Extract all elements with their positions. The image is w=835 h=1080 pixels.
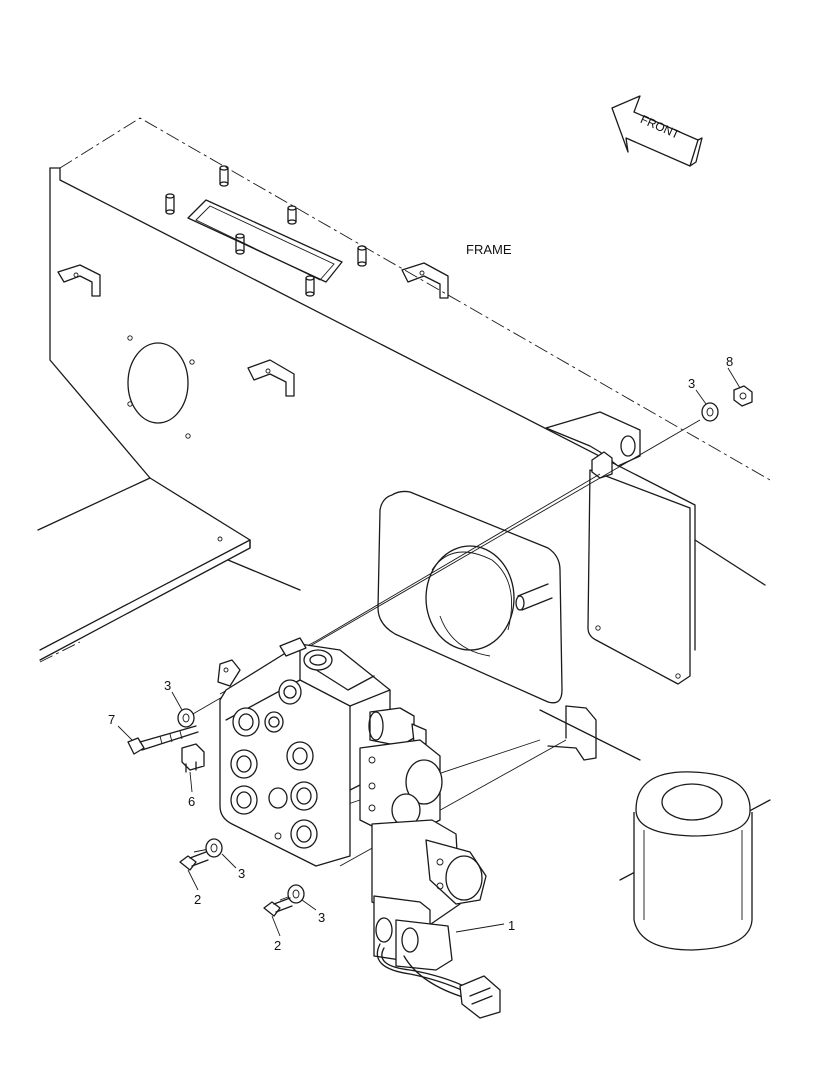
callout-8: 8 (726, 354, 733, 369)
callout-2-mid: 2 (194, 892, 201, 907)
cylinder-part (633, 771, 753, 951)
callout-1: 1 (508, 918, 515, 933)
callout-3-top: 3 (688, 376, 695, 391)
frame-label: FRAME (466, 242, 512, 257)
callout-2-lower: 2 (274, 938, 281, 953)
callout-3-mid: 3 (238, 866, 245, 881)
mounting-plate (377, 411, 691, 761)
fasteners (127, 385, 753, 917)
control-valve (217, 637, 501, 1019)
callout-leaders (117, 367, 741, 937)
front-direction-arrow: FRONT (611, 95, 703, 167)
callout-3-left: 3 (164, 678, 171, 693)
valve-ports (230, 679, 318, 849)
frame-outline (37, 117, 771, 881)
callout-7: 7 (108, 712, 115, 727)
frame-studs (165, 165, 367, 297)
callout-3-lower: 3 (318, 910, 325, 925)
callout-6: 6 (188, 794, 195, 809)
